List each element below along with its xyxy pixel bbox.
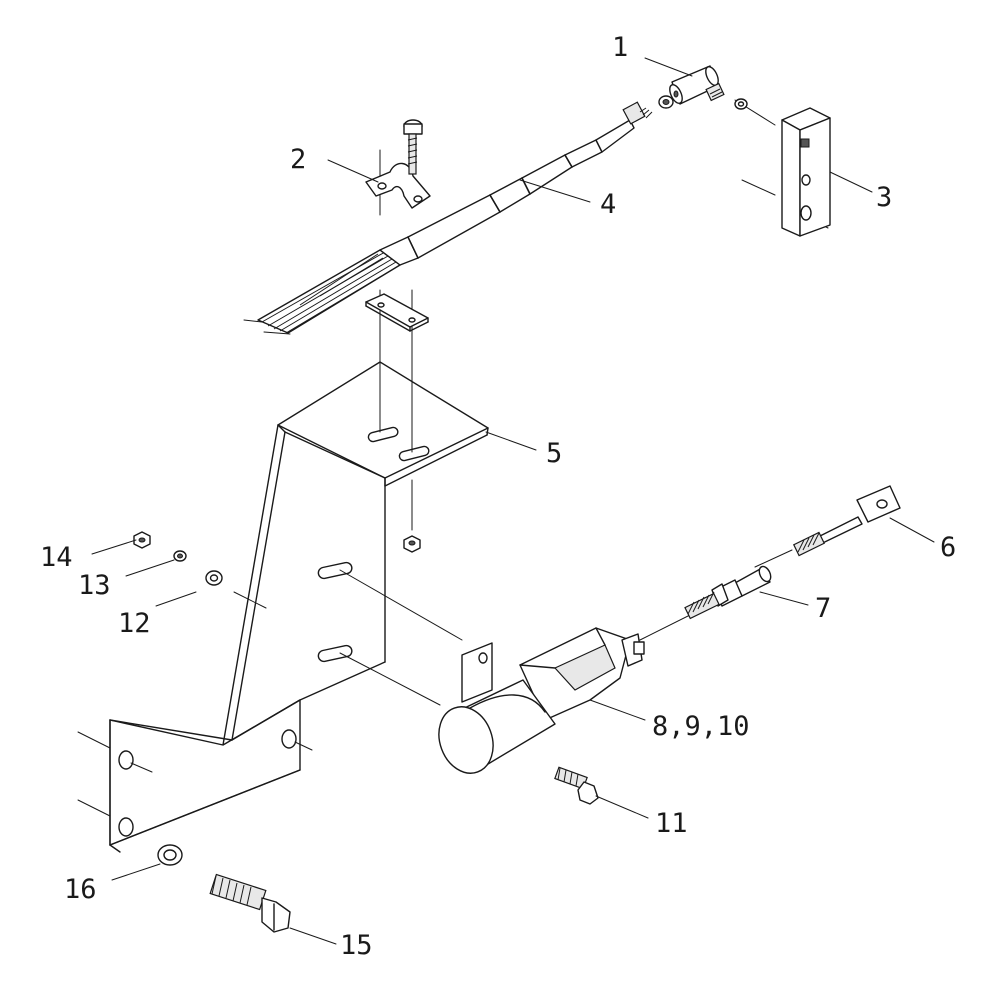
adapter-link: [684, 565, 772, 620]
callout-4: 4: [600, 189, 616, 220]
hardware-12-13-14: [133, 531, 223, 586]
callout-14: 14: [40, 542, 73, 573]
callout-labels: 1 2 3 4 5 6 7 8,9,10 11 12 13 14 15 16: [40, 32, 956, 961]
washer-16: [157, 844, 183, 866]
bolt-small: [554, 766, 599, 805]
rod-end: [792, 485, 901, 557]
control-cable: [257, 101, 653, 334]
callout-3: 3: [876, 182, 892, 213]
ball-joint-end: [658, 65, 748, 110]
callout-5: 5: [546, 438, 562, 469]
callout-7: 7: [815, 593, 831, 624]
callout-12: 12: [118, 608, 151, 639]
hex-nut: [403, 535, 421, 553]
mounting-bracket: [109, 361, 489, 853]
solenoid: [438, 627, 645, 774]
callout-13: 13: [78, 570, 111, 601]
callout-11: 11: [655, 808, 688, 839]
cable-clamp: [365, 119, 431, 209]
callout-6: 6: [940, 532, 956, 563]
callout-16: 16: [64, 874, 97, 905]
clamp-backing-plate: [365, 293, 429, 332]
leader-lines: [91, 57, 935, 945]
callout-8-9-10: 8,9,10: [652, 711, 750, 742]
bolt-large: [209, 873, 291, 933]
callout-2: 2: [290, 144, 306, 175]
callout-1: 1: [612, 32, 628, 63]
lever-plate: [781, 107, 831, 237]
callout-15: 15: [340, 930, 373, 961]
